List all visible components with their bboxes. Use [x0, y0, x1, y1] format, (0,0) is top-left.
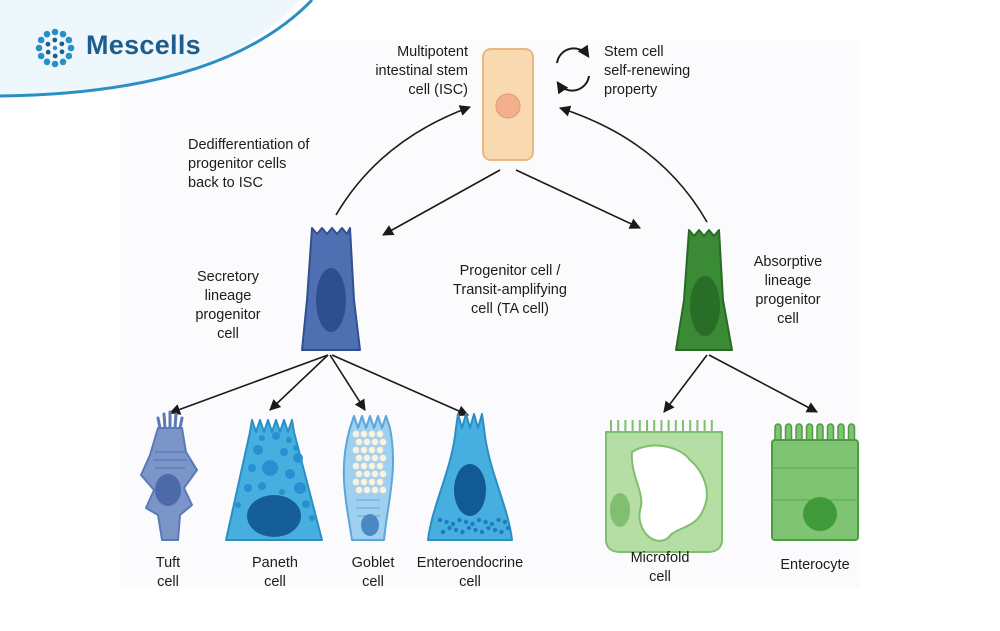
enteroendocrine-cell: [427, 413, 513, 541]
label-absorptive-progenitor: Absorptive lineage progenitor cell: [753, 254, 823, 327]
arrow-dedifferentiation-absorptive: [558, 105, 708, 223]
goblet-cell: [342, 415, 395, 541]
tuft-cell: [140, 410, 198, 541]
microfold-cell: [605, 420, 723, 553]
label-secretory-progenitor: Secretory lineage progenitor cell: [195, 269, 261, 342]
header-swoosh-line: [0, 0, 314, 98]
arrow-isc-to-absorptive: [515, 169, 642, 229]
label-microfold-cell: Microfold cell: [630, 550, 690, 585]
arrow-secretory-to-paneth: [269, 354, 329, 411]
label-ta-cell: Progenitor cell / Transit-amplifying cel…: [453, 263, 567, 317]
absorptive-progenitor-cell: [675, 229, 733, 351]
label-self-renewal: Stem cell self-renewing property: [604, 44, 691, 98]
self-renewal-arrows-icon: [556, 44, 590, 95]
arrow-absorptive-to-microfold: [663, 354, 708, 413]
arrow-isc-to-secretory: [382, 169, 501, 236]
label-enterocyte: Enterocyte: [780, 557, 850, 573]
arrow-secretory-to-goblet: [329, 354, 366, 411]
brand-name: Mescells: [86, 30, 201, 60]
label-isc: Multipotent intestinal stem cell (ISC): [375, 44, 468, 98]
stem-cell-isc: [482, 48, 534, 161]
arrow-absorptive-to-enterocyte: [708, 354, 818, 413]
label-paneth-cell: Paneth cell: [252, 555, 298, 590]
arrow-dedifferentiation-secretory: [335, 105, 472, 216]
secretory-progenitor-cell: [301, 227, 361, 351]
arrow-secretory-to-enteroendocrine: [331, 354, 470, 417]
dotted-ring-logo-icon: [35, 28, 75, 68]
label-goblet-cell: Goblet cell: [351, 555, 395, 590]
label-tuft-cell: Tuft cell: [155, 555, 181, 590]
arrow-secretory-to-tuft: [168, 354, 329, 415]
label-enteroendocrine-cell: Enteroendocrine cell: [416, 555, 524, 590]
header-swoosh: [0, 0, 300, 96]
label-dedifferentiation: Dedifferentiation of progenitor cells ba…: [188, 137, 310, 191]
enterocyte-cell: [771, 423, 859, 541]
paneth-cell: [225, 419, 323, 541]
